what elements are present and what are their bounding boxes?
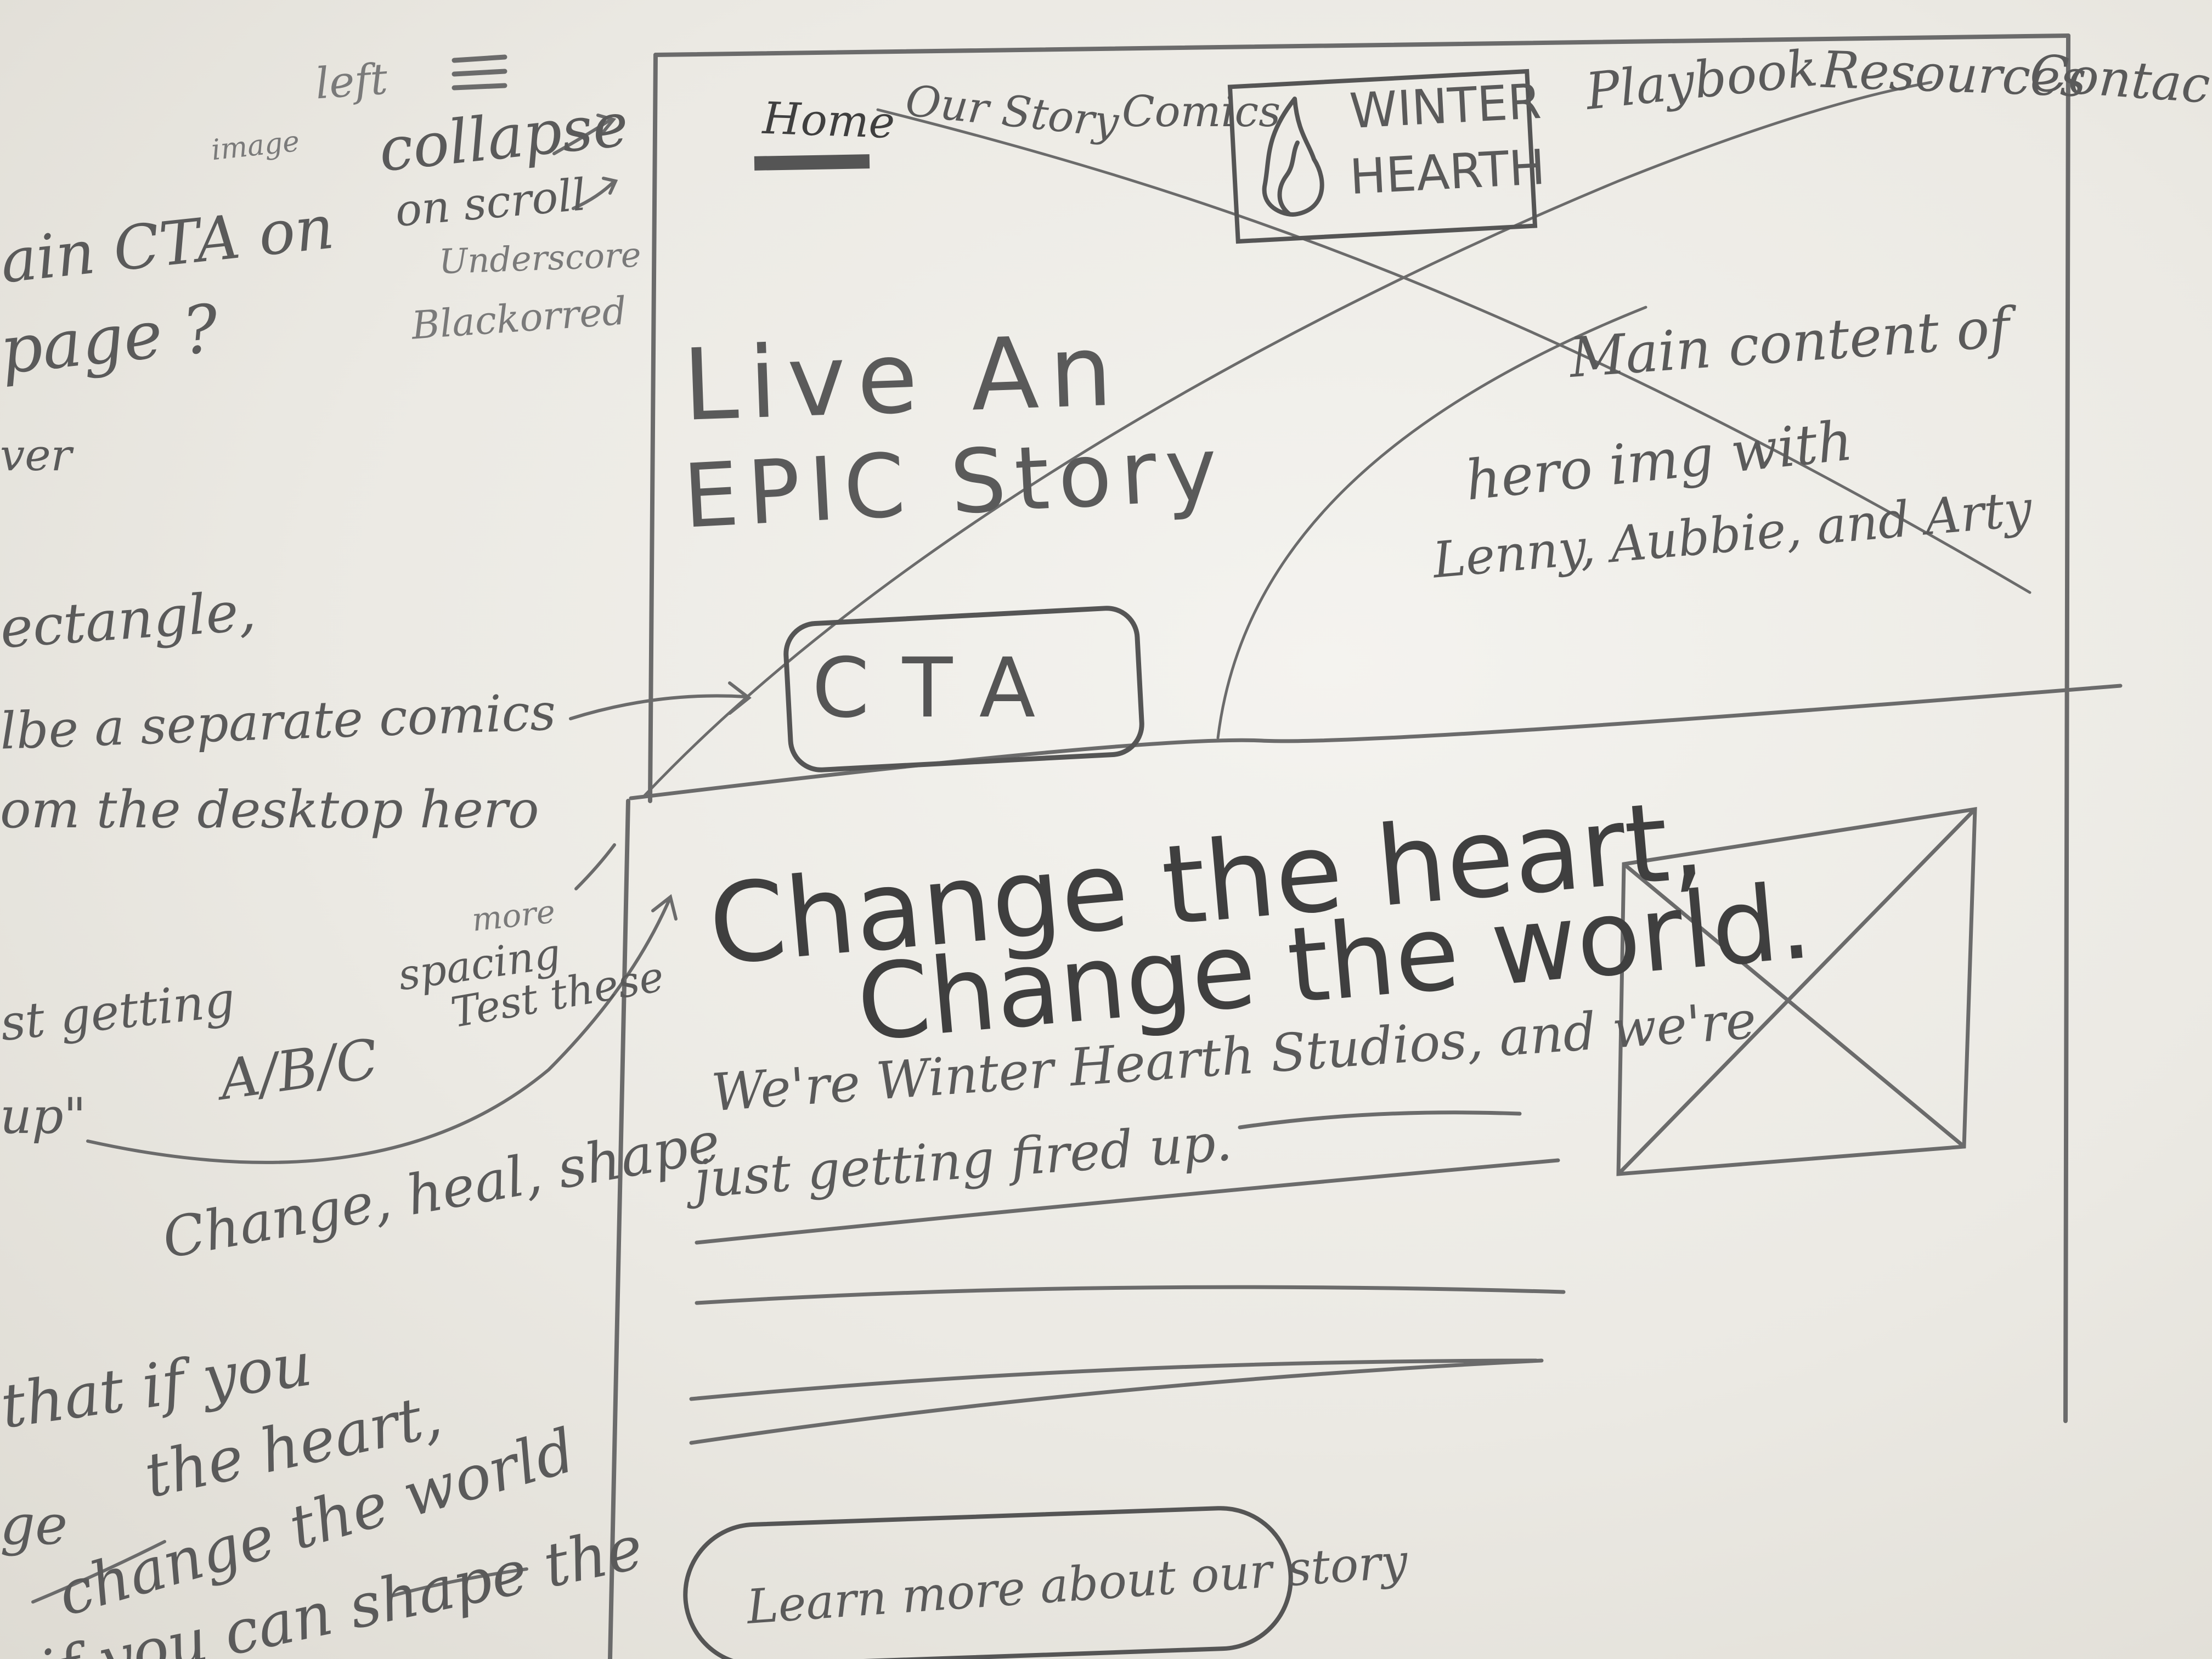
note-image: image xyxy=(210,125,301,167)
nav-contact[interactable]: Contact xyxy=(2028,43,2212,116)
body-text-lines xyxy=(689,1110,1566,1445)
image-placeholder xyxy=(1616,806,1977,1176)
note-ver: ver xyxy=(0,430,72,481)
hero-placeholder-x xyxy=(643,81,2032,797)
hero-cta-label: CTA xyxy=(812,641,1069,736)
note-desktop-hero: om the desktop hero xyxy=(0,780,539,840)
nav-home-underline xyxy=(754,154,870,171)
note-more: more xyxy=(470,893,557,939)
page-frame xyxy=(608,33,2070,1659)
note-left: left xyxy=(314,54,390,109)
flame-icon xyxy=(1262,97,1324,217)
note-ge: ge xyxy=(0,1493,68,1557)
note-rectangle: ectangle, xyxy=(0,578,258,661)
hero-divider xyxy=(629,684,2123,800)
hamburger-icon xyxy=(452,54,507,91)
logo-line1: WINTER xyxy=(1348,72,1543,140)
note-up: up" xyxy=(0,1087,86,1145)
nav-home[interactable]: Home xyxy=(761,92,896,149)
annotation-arrows xyxy=(86,114,752,1164)
nav-comics[interactable]: Comics xyxy=(1122,87,1281,137)
note-underscore: Underscore xyxy=(438,234,642,282)
logo-line2: HEARTH xyxy=(1348,138,1547,206)
hero-title-line1: Live An xyxy=(681,313,1125,443)
hero-title-line2: EPIC Story xyxy=(680,417,1229,548)
